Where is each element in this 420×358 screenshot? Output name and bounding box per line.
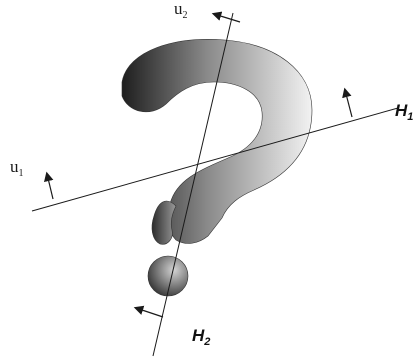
u2-label: u2 — [174, 0, 188, 21]
h1-normal-arrow — [342, 87, 353, 118]
u1-arrow — [44, 171, 54, 200]
question-mark-hook — [121, 39, 313, 244]
hyperplane-h2-line — [152, 12, 234, 357]
question-mark-stem — [151, 200, 177, 245]
u2-arrow — [211, 11, 241, 23]
u1-label: u1 — [10, 157, 24, 179]
question-mark-dot — [147, 255, 189, 297]
h2-normal-arrow — [133, 305, 164, 318]
h2-label: H2 — [192, 326, 210, 348]
hyperplane-h1-line — [31, 107, 399, 212]
question-mark-shape — [121, 39, 313, 297]
h1-label: H1 — [395, 101, 413, 123]
